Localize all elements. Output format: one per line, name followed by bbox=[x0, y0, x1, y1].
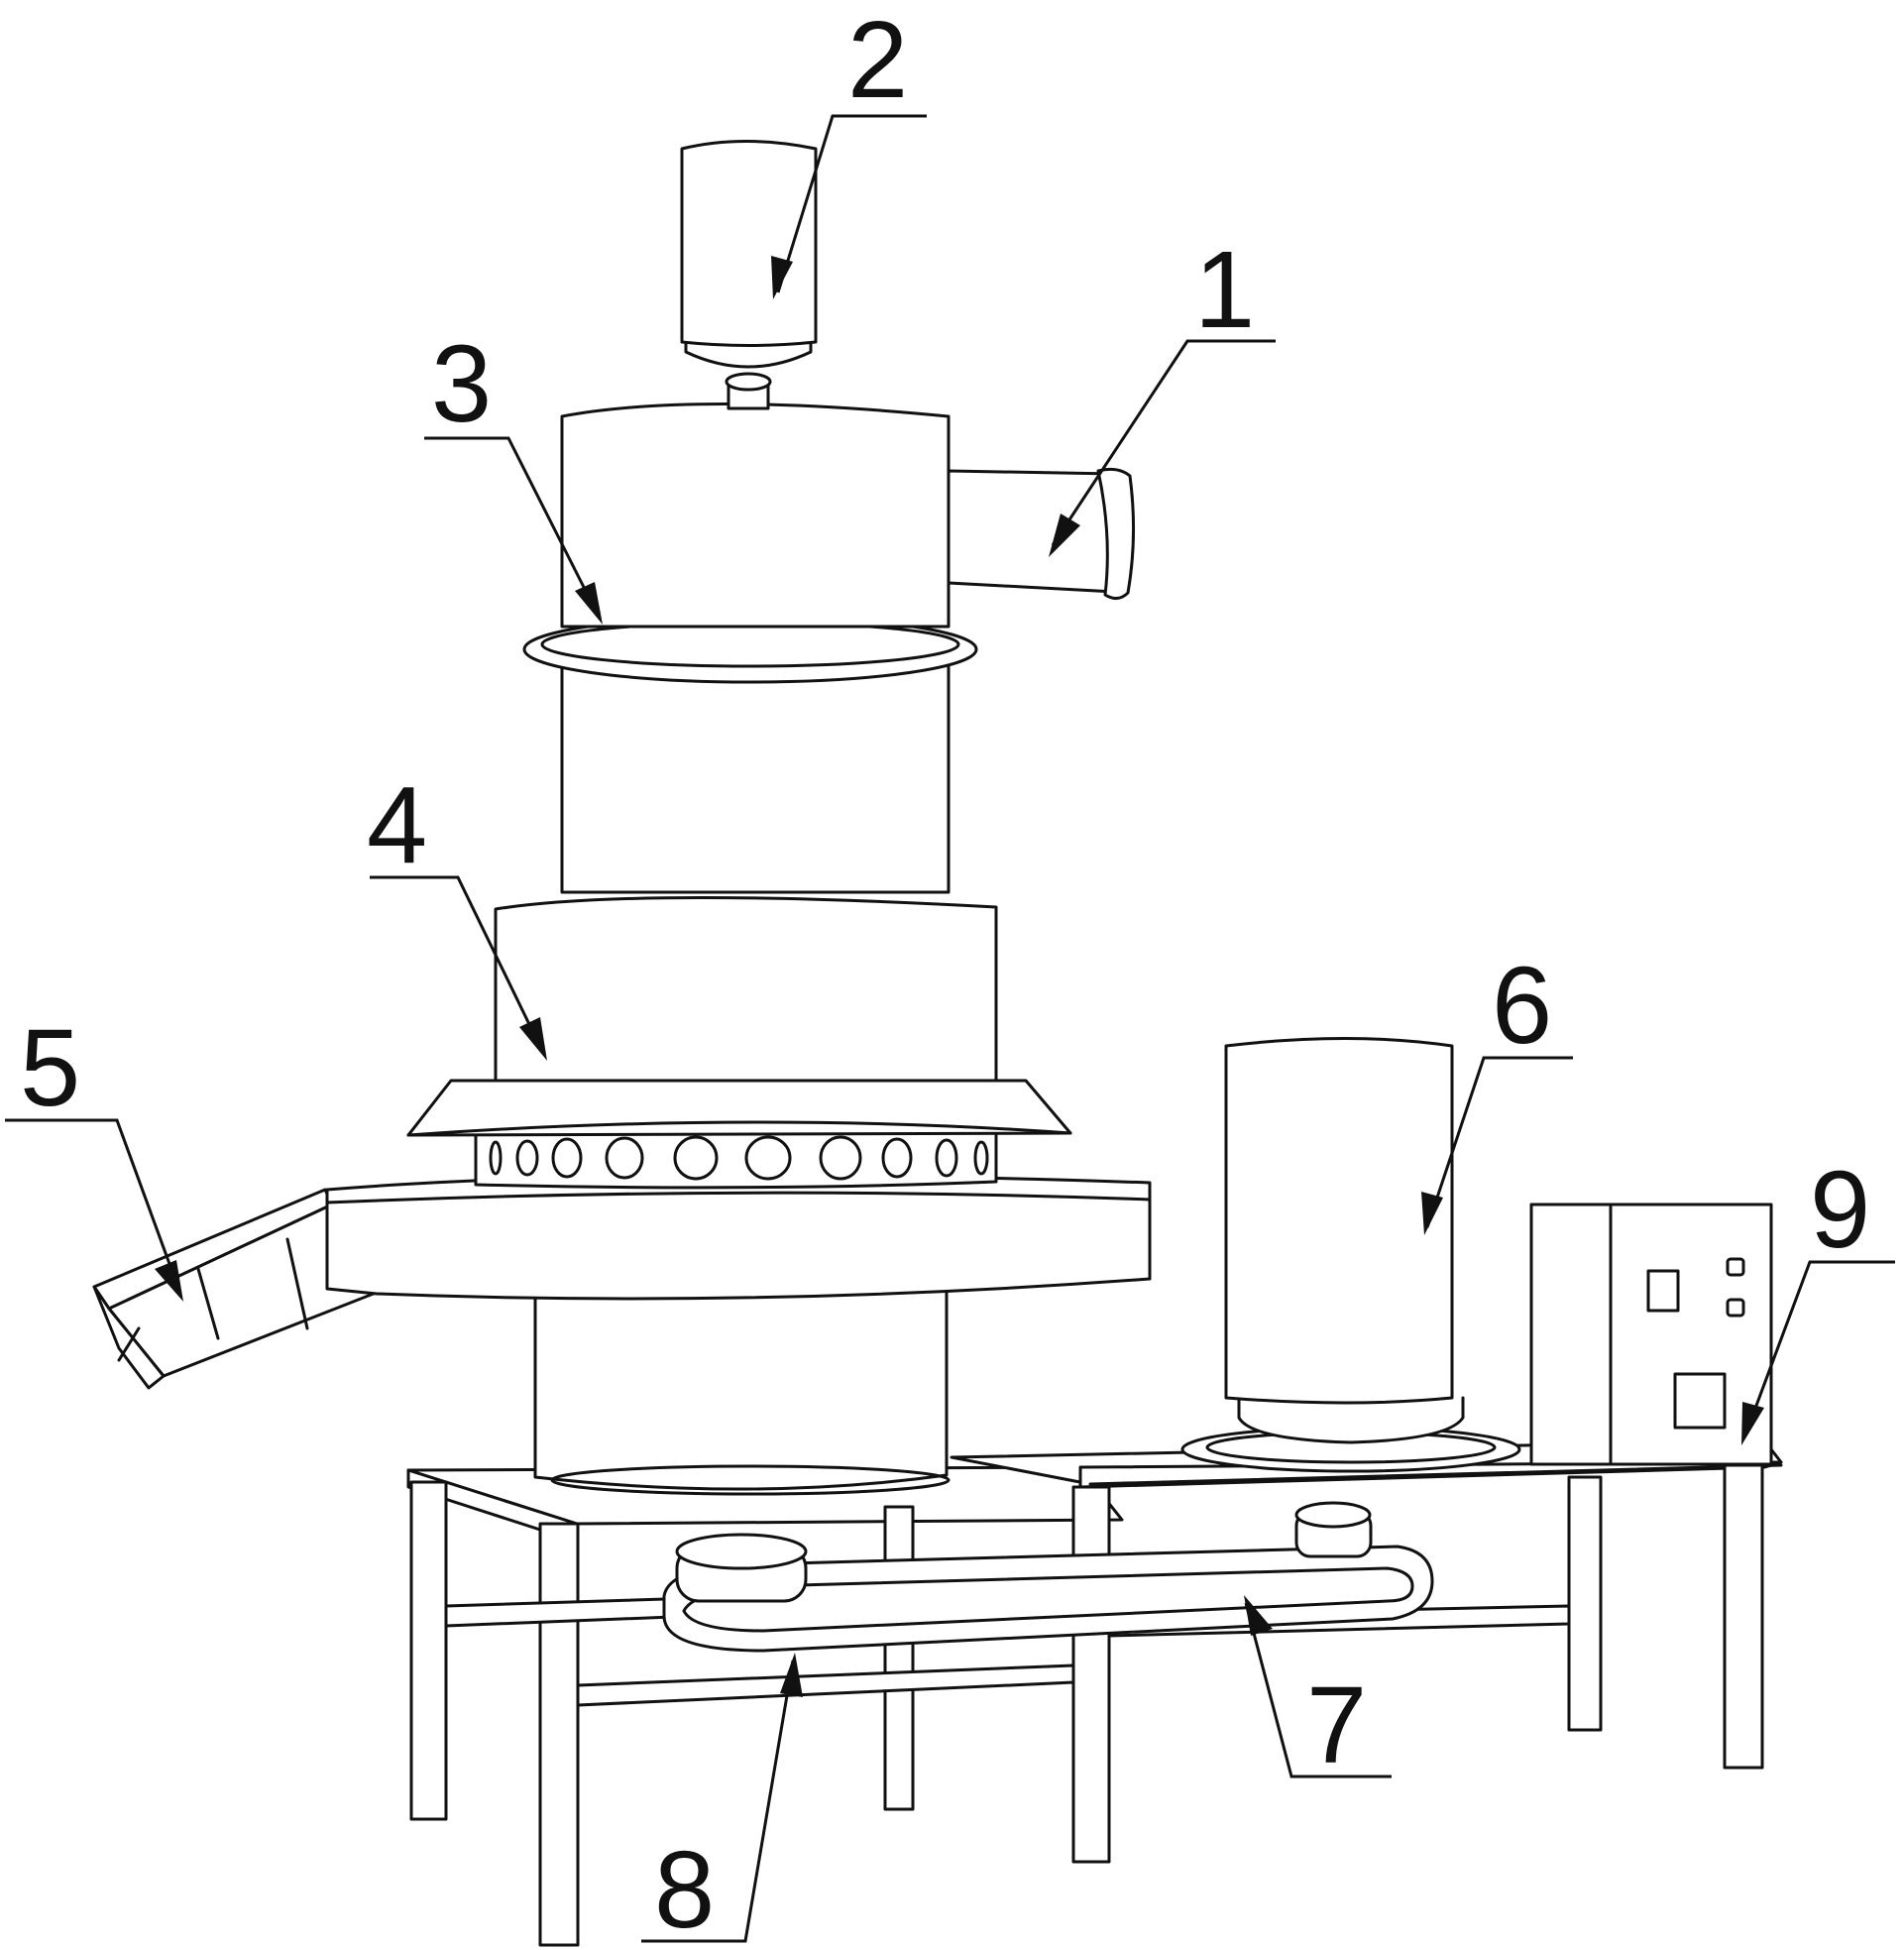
callout-2: 2 bbox=[847, 0, 908, 121]
belt-drive bbox=[662, 1501, 1434, 1653]
flange-ring bbox=[522, 615, 978, 684]
callout-8: 8 bbox=[654, 1829, 715, 1950]
drive-motor bbox=[1180, 1037, 1521, 1473]
upper-column bbox=[560, 652, 951, 894]
callout-numbers: 1 2 3 4 5 6 7 8 9 bbox=[20, 0, 1870, 1950]
cone-cover bbox=[406, 1079, 1072, 1137]
lower-column bbox=[533, 1287, 951, 1496]
callout-3: 3 bbox=[431, 323, 492, 445]
leader-lines bbox=[5, 114, 1895, 1943]
callout-6: 6 bbox=[1492, 945, 1552, 1067]
callout-1: 1 bbox=[1194, 229, 1255, 351]
callout-7: 7 bbox=[1306, 1664, 1367, 1786]
callout-5: 5 bbox=[20, 1007, 80, 1129]
outlet-pipe bbox=[947, 467, 1136, 600]
callout-4: 4 bbox=[367, 764, 427, 886]
top-motor bbox=[680, 140, 818, 410]
support-table bbox=[406, 1438, 1783, 1947]
annular-base-plate bbox=[325, 1173, 1152, 1301]
classifier-housing bbox=[560, 402, 951, 629]
control-cabinet bbox=[1529, 1203, 1773, 1466]
perforated-ring bbox=[474, 1126, 998, 1190]
callout-9: 9 bbox=[1810, 1149, 1870, 1271]
grinding-chamber bbox=[494, 895, 998, 1083]
